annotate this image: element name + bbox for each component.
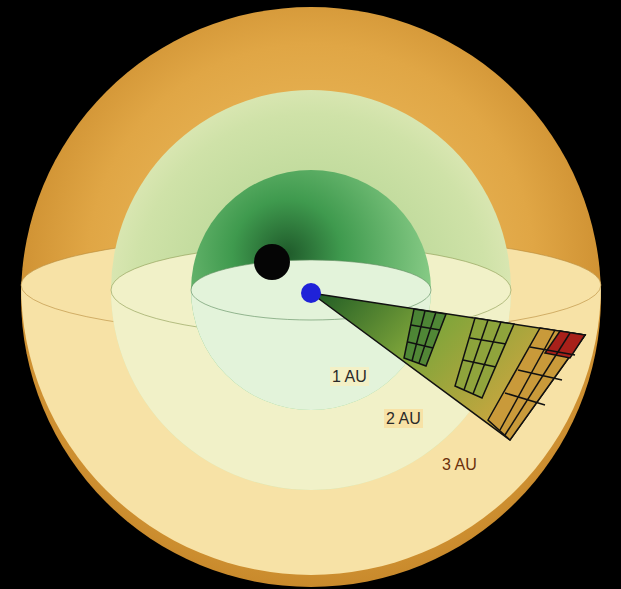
observer-dot <box>301 283 321 303</box>
outer-cutaway <box>21 235 601 575</box>
outer-sphere <box>21 7 601 587</box>
wedge <box>311 293 585 440</box>
distance-label: 3 AU <box>440 455 479 474</box>
distance-label: 1 AU <box>330 367 369 386</box>
distance-label: 2 AU <box>384 409 423 428</box>
inner-sphere <box>191 170 431 410</box>
middle-sphere <box>111 90 511 490</box>
grid-faces <box>404 309 585 440</box>
dark-spot <box>254 244 290 280</box>
